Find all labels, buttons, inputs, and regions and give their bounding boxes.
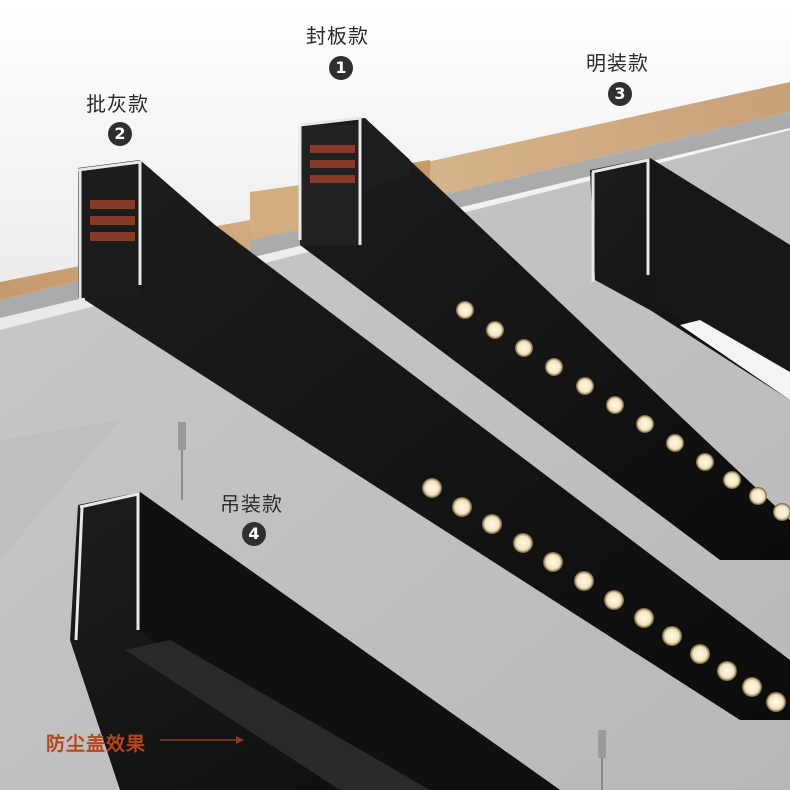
callout-arrow-head bbox=[236, 736, 244, 744]
variant-label-1: 封板款 bbox=[306, 24, 369, 48]
variant-badge-2: 2 bbox=[108, 122, 132, 146]
track-2-body bbox=[78, 160, 790, 720]
track-1-body bbox=[300, 118, 790, 560]
dust-cover-callout: 防尘盖效果 bbox=[46, 733, 147, 755]
variant-label-4: 吊装款 bbox=[220, 492, 283, 516]
variant-badge-1: 1 bbox=[329, 56, 353, 80]
track-1-leds bbox=[456, 301, 790, 521]
track-2-leds bbox=[422, 478, 786, 712]
variant-label-3: 明装款 bbox=[586, 51, 649, 75]
variant-label-2: 批灰款 bbox=[86, 92, 149, 116]
variant-badge-3: 3 bbox=[608, 82, 632, 106]
variant-badge-4: 4 bbox=[242, 522, 266, 546]
track-3-diffuser bbox=[680, 320, 790, 400]
